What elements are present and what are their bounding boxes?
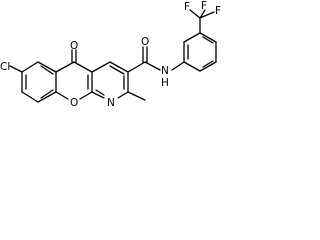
amide-hydrogen-label: H (161, 77, 169, 89)
carbonyl-group (71, 49, 77, 63)
ring-nitrogen-label: N (107, 97, 115, 109)
methyl-bond (127, 91, 146, 101)
amide-group (127, 46, 185, 73)
amide-nitrogen-label: N (161, 65, 169, 77)
fluorine-label-3: F (215, 5, 221, 17)
amide-oxygen-label: O (141, 36, 149, 48)
chlorine-bond (9, 65, 23, 73)
fluorine-label-2: F (201, 0, 207, 12)
ring-oxygen-label: O (70, 97, 78, 109)
chemical-structure-drawing: Cl O O N O N H F F F (0, 0, 221, 109)
pyridine-ring (91, 61, 129, 99)
fluorine-label-1: F (184, 1, 190, 13)
trifluoromethyl-group (189, 9, 215, 34)
carbonyl-oxygen-label: O (70, 40, 78, 52)
molecule-canvas: Cl O O N O N H F F F (0, 0, 228, 116)
chlorine-label: Cl (0, 61, 10, 73)
pyranone-ring (55, 61, 93, 100)
chlorobenzene-ring (21, 61, 57, 103)
trifluoromethylphenyl-ring (183, 32, 217, 72)
